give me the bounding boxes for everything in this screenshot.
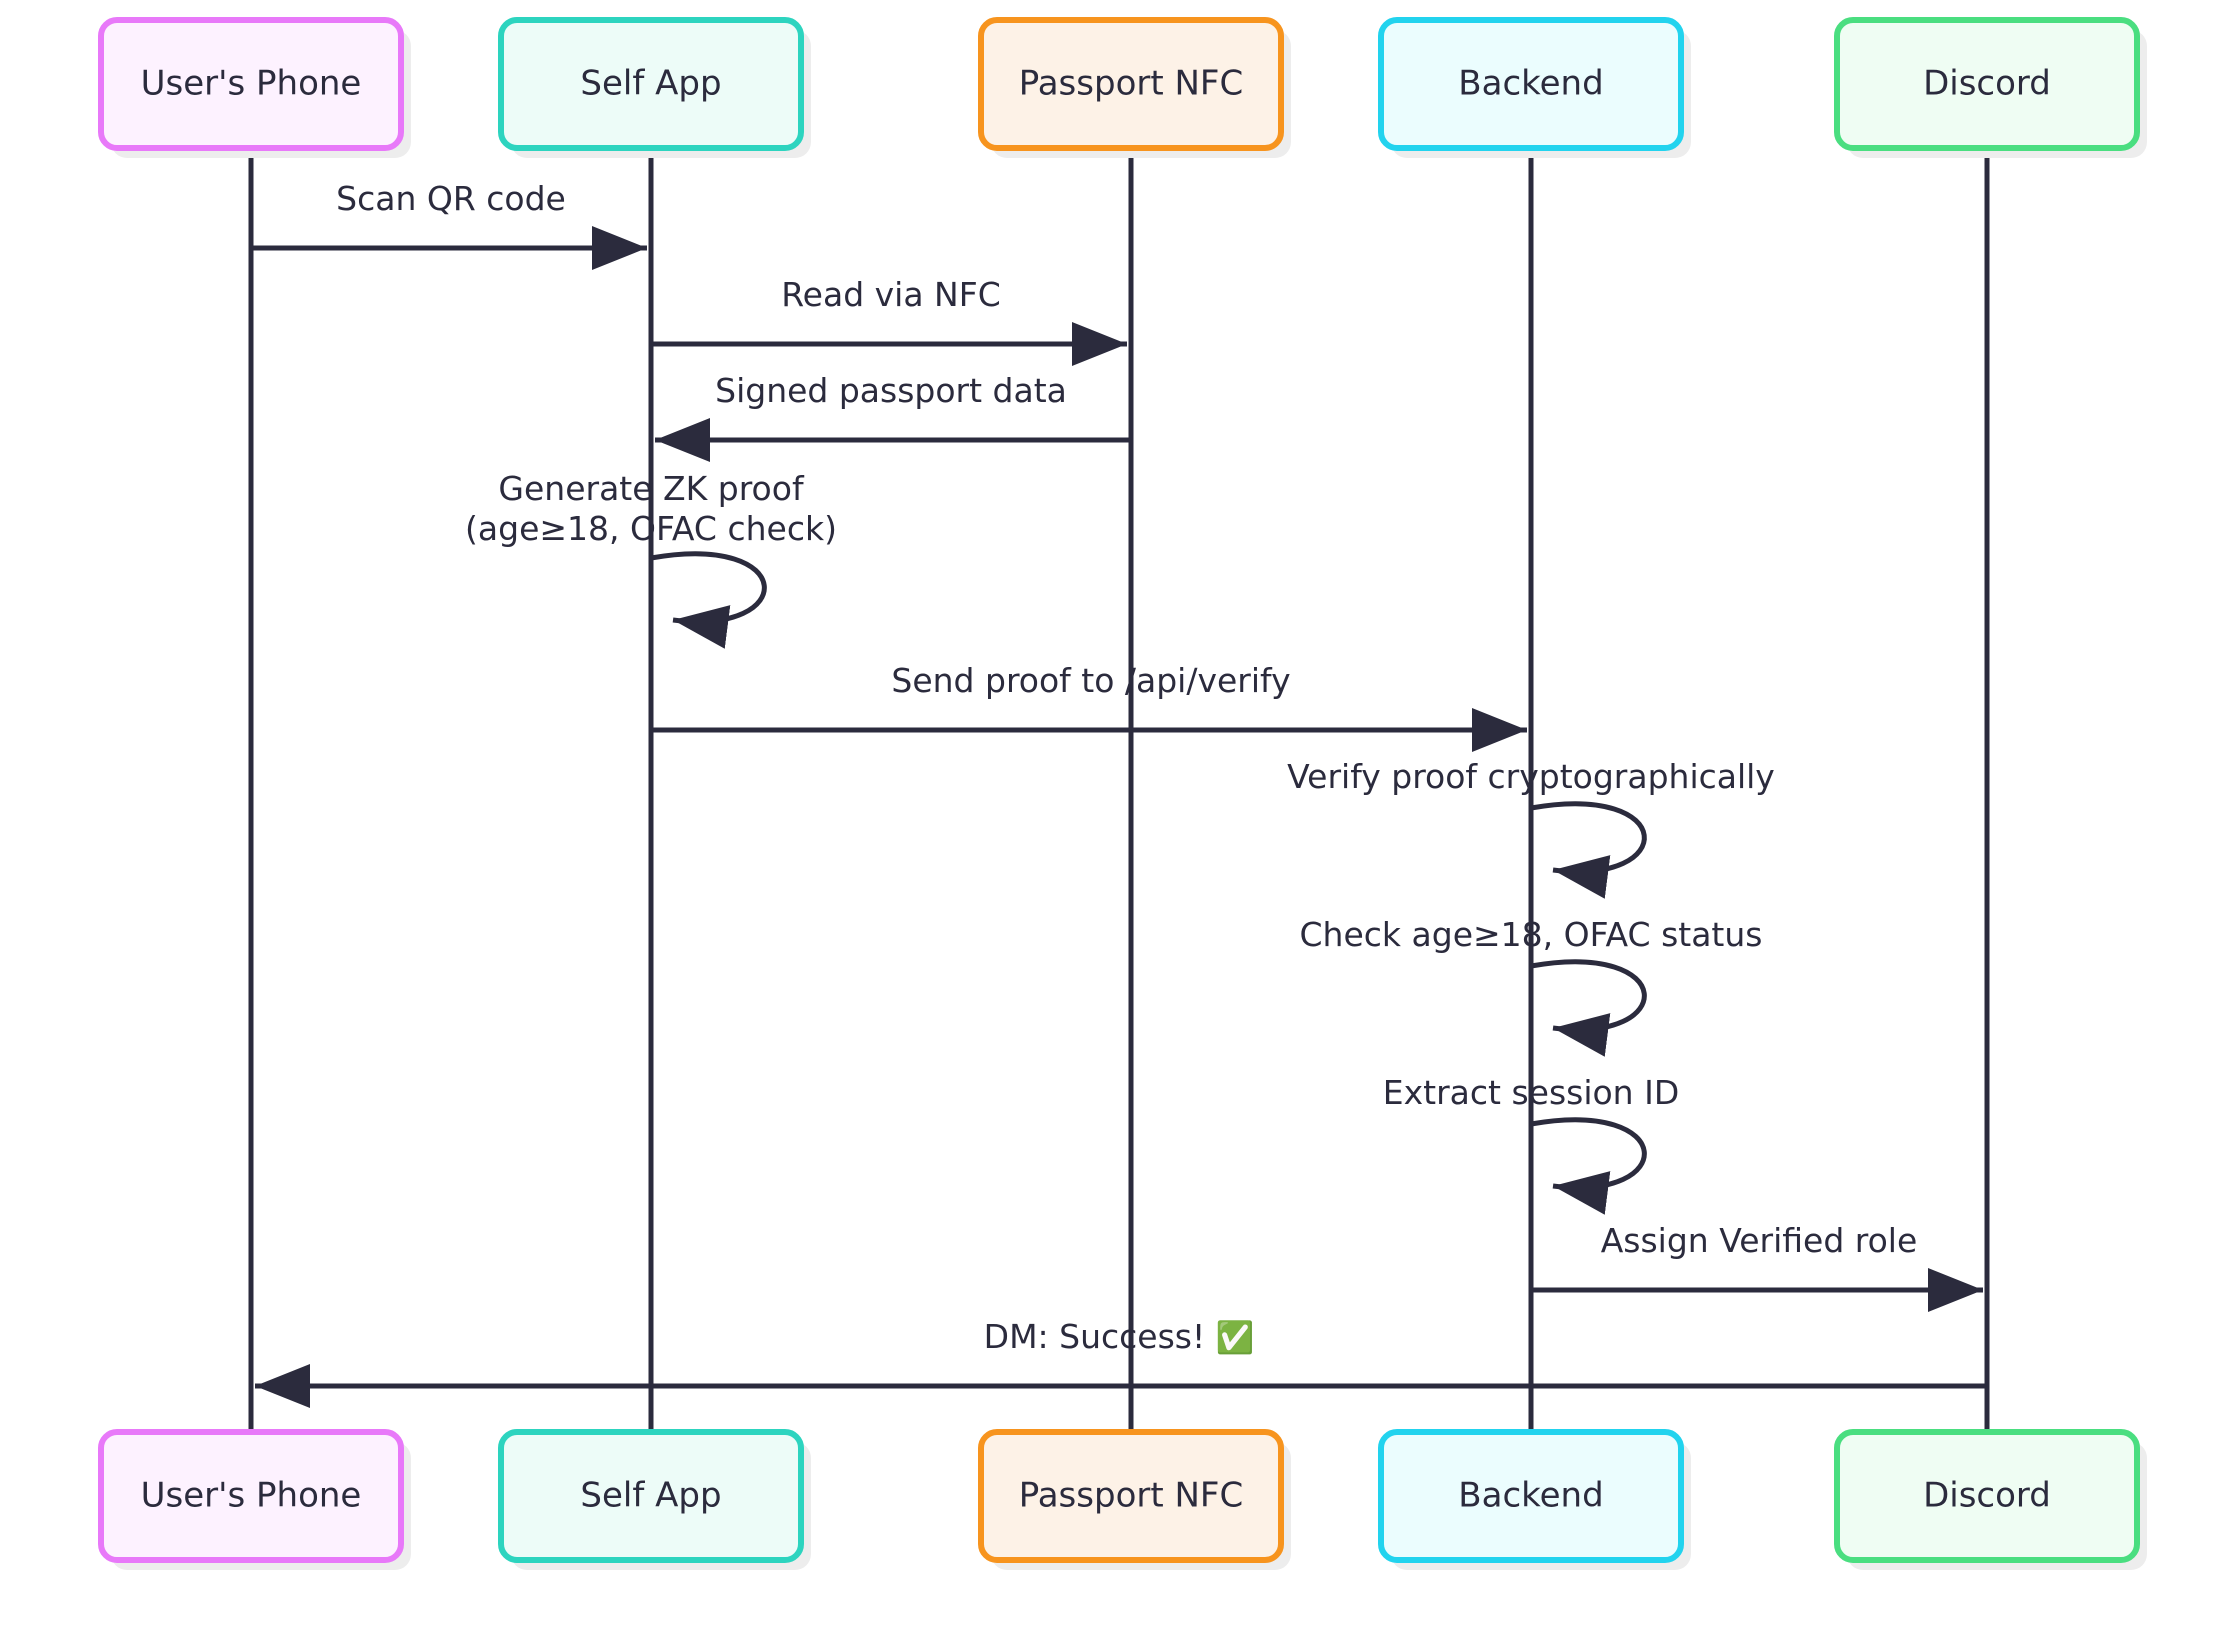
- actor-box-rect: [978, 17, 1284, 151]
- actor-box-rect: [1834, 1429, 2140, 1563]
- actor-box-users-phone-bottom[interactable]: User's Phone: [98, 1429, 411, 1570]
- message-label: Scan QR code: [336, 179, 566, 218]
- actor-label-discord: Discord: [1923, 64, 2051, 104]
- actor-box-rect: [978, 1429, 1284, 1563]
- message-label: Read via NFC: [781, 275, 1001, 314]
- message-dm-success[interactable]: DM: Success! ✅: [255, 1317, 1987, 1408]
- actor-label-backend: Backend: [1458, 1476, 1603, 1516]
- message-label-line2: (age≥18, OFAC check): [465, 509, 837, 548]
- actor-box-backend-top[interactable]: Backend: [1378, 17, 1691, 158]
- actor-box-rect: [498, 1429, 804, 1563]
- message-label: Extract session ID: [1383, 1073, 1679, 1112]
- message-verify-proof-cryptographically[interactable]: Verify proof cryptographically: [1287, 757, 1775, 899]
- message-label: DM: Success! ✅: [984, 1317, 1255, 1356]
- actor-boxes-top: User's Phone Self App Passport NFC Backend D…: [98, 17, 2147, 158]
- message-read-via-nfc[interactable]: Read via NFC: [651, 275, 1127, 366]
- message-check-age-ofac-status[interactable]: Check age≥18, OFAC status: [1300, 915, 1763, 1057]
- message-signed-passport-data[interactable]: Signed passport data: [655, 371, 1131, 462]
- message-label: Verify proof cryptographically: [1287, 757, 1775, 796]
- actor-box-rect: [1378, 17, 1684, 151]
- actor-box-backend-bottom[interactable]: Backend: [1378, 1429, 1691, 1570]
- success-check-icon: ✅: [1216, 1319, 1255, 1356]
- lifelines-group: [248, 148, 1990, 1432]
- actor-box-rect: [1378, 1429, 1684, 1563]
- actor-label-discord: Discord: [1923, 1476, 2051, 1516]
- actor-label-users-phone: User's Phone: [141, 1476, 362, 1516]
- self-loop-path: [1530, 801, 1647, 899]
- actor-label-passport-nfc: Passport NFC: [1019, 64, 1243, 104]
- actor-label-self-app: Self App: [580, 64, 721, 104]
- message-label: Signed passport data: [715, 371, 1067, 410]
- self-loop-path: [1530, 1117, 1647, 1215]
- actor-box-rect: [1834, 17, 2140, 151]
- actor-box-discord-bottom[interactable]: Discord: [1834, 1429, 2147, 1570]
- message-label: Check age≥18, OFAC status: [1300, 915, 1763, 954]
- actor-boxes-bottom: User's Phone Self App Passport NFC Backend D…: [98, 1429, 2147, 1570]
- actor-box-users-phone-top[interactable]: User's Phone: [98, 17, 411, 158]
- message-assign-verified-role[interactable]: Assign Verified role: [1531, 1221, 1983, 1312]
- actor-box-passport-nfc-top[interactable]: Passport NFC: [978, 17, 1291, 158]
- actor-box-rect: [98, 17, 404, 151]
- actor-label-users-phone: User's Phone: [141, 64, 362, 104]
- actor-label-backend: Backend: [1458, 64, 1603, 104]
- self-loop-path: [1530, 959, 1647, 1057]
- actor-box-self-app-bottom[interactable]: Self App: [498, 1429, 811, 1570]
- message-label: Assign Verified role: [1601, 1221, 1918, 1260]
- actor-box-discord-top[interactable]: Discord: [1834, 17, 2147, 158]
- message-scan-qr-code[interactable]: Scan QR code: [251, 179, 647, 270]
- message-label: Generate ZK proof: [498, 469, 805, 508]
- message-extract-session-id[interactable]: Extract session ID: [1383, 1073, 1679, 1215]
- actor-box-rect: [498, 17, 804, 151]
- actor-box-rect: [98, 1429, 404, 1563]
- self-loop-path: [650, 551, 767, 649]
- actor-label-passport-nfc: Passport NFC: [1019, 1476, 1243, 1516]
- message-label: Send proof to /api/verify: [891, 661, 1290, 700]
- actor-box-self-app-top[interactable]: Self App: [498, 17, 811, 158]
- message-generate-zk-proof[interactable]: Generate ZK proof(age≥18, OFAC check): [465, 469, 837, 649]
- actor-label-self-app: Self App: [580, 1476, 721, 1516]
- actor-box-passport-nfc-bottom[interactable]: Passport NFC: [978, 1429, 1291, 1570]
- message-send-proof-to-api-verify[interactable]: Send proof to /api/verify: [651, 661, 1527, 752]
